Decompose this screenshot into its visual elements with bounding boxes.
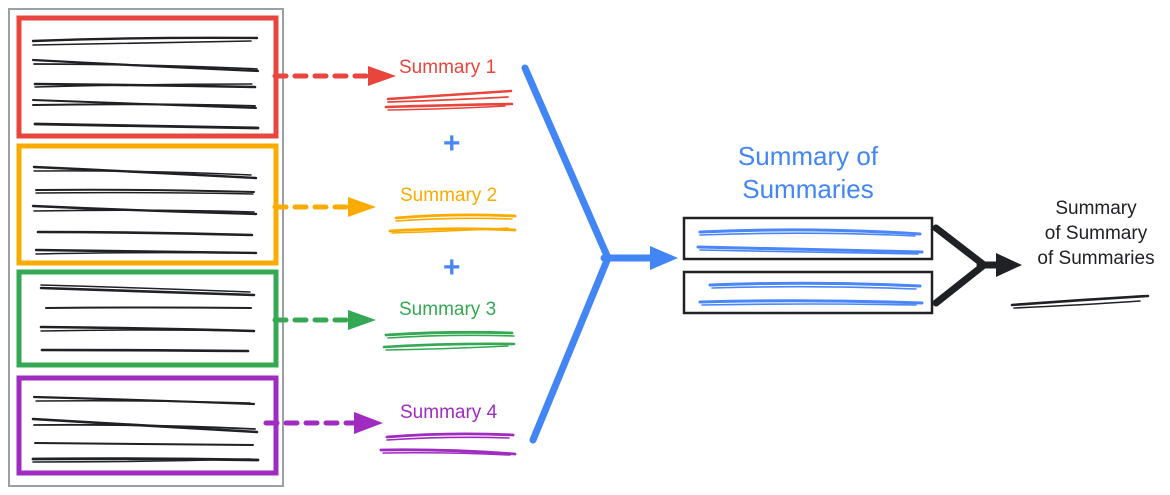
dashed-arrow-red <box>272 66 396 86</box>
document-group-orange[interactable] <box>16 143 279 266</box>
sos-box-2-scribble <box>698 281 924 306</box>
document-group-red-lines <box>31 36 260 130</box>
plus-operator-1: + <box>443 127 461 160</box>
plus-operator-2: + <box>443 251 461 284</box>
summary-2-label: Summary 2 <box>400 185 498 206</box>
document-group-green-lines <box>39 284 256 353</box>
sos-heading-line-1: Summary of <box>737 141 879 171</box>
blue-merge-connector <box>521 64 678 444</box>
final-heading-line-1: Summary <box>1055 198 1137 219</box>
document-collection-outer-border <box>8 8 284 487</box>
document-group-red[interactable] <box>16 15 279 139</box>
dashed-arrow-purple <box>263 412 383 434</box>
sos-heading-line-2: Summaries <box>742 173 874 204</box>
summary-3-label: Summary 3 <box>399 299 497 320</box>
summary-1-scribble <box>384 89 514 111</box>
document-group-orange-lines <box>31 165 258 255</box>
summary-4-scribble <box>379 432 517 456</box>
sos-box-1-scribble <box>696 228 924 255</box>
sos-box-2[interactable] <box>682 270 934 315</box>
summary-2-scribble <box>388 213 517 234</box>
summary-1-label: Summary 1 <box>399 57 497 78</box>
document-group-purple-lines <box>31 395 260 463</box>
black-merge-connector <box>932 224 1022 307</box>
summary-of-summaries-heading: Summary of Summaries <box>684 140 932 205</box>
dashed-arrow-orange <box>272 197 376 217</box>
summary-3-scribble <box>382 330 516 351</box>
final-summary-heading: Summary of Summary of Summaries <box>1022 196 1170 271</box>
dashed-arrow-green <box>272 310 376 330</box>
final-heading-line-3: of Summaries <box>1037 248 1155 270</box>
final-heading-line-2: of Summary <box>1044 223 1148 245</box>
final-summary-scribble <box>1010 294 1150 309</box>
summary-4-label: Summary 4 <box>400 402 498 423</box>
